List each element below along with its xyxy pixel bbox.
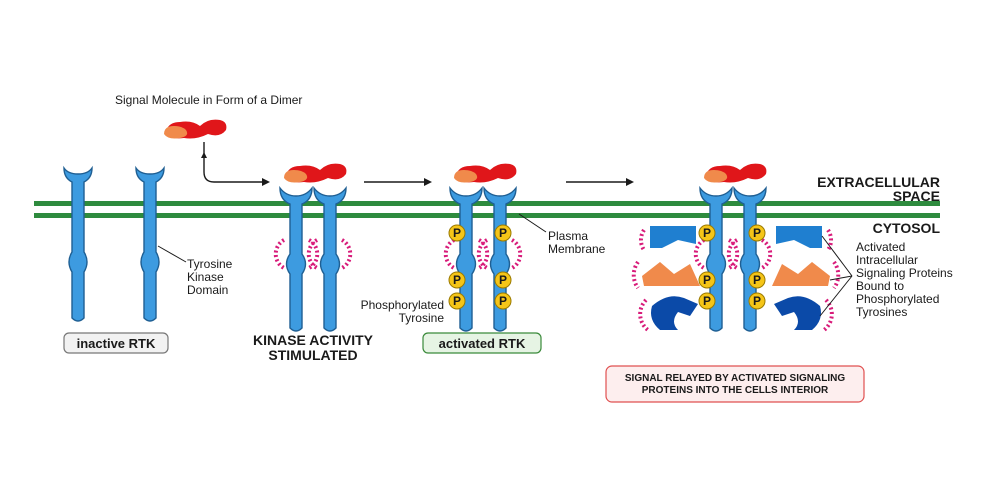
inactive-tag-box bbox=[63, 332, 169, 354]
phospho-label-2: Tyrosine bbox=[399, 311, 445, 325]
receptor-left-stimulated bbox=[279, 187, 313, 332]
tyrosine-label-3: Domain bbox=[187, 283, 228, 297]
stage-activated: P P P P P P Plasma Membrane Phosphorylat… bbox=[361, 163, 606, 354]
p-letter: P bbox=[753, 273, 761, 287]
p-letter: P bbox=[453, 294, 461, 308]
phosphates-stage4: P P P P P P bbox=[698, 224, 766, 310]
activated-tag: activated RTK bbox=[439, 336, 526, 351]
signal-dimer-bound-3 bbox=[454, 163, 517, 183]
cytosol-label: CYTOSOL bbox=[873, 220, 941, 236]
note-line-1: SIGNAL RELAYED BY ACTIVATED SIGNALING bbox=[625, 373, 845, 384]
p-letter: P bbox=[753, 226, 761, 240]
receptor-right-activated bbox=[483, 187, 517, 332]
receptor-left-activated bbox=[449, 187, 483, 332]
activated-label-5: Phosphorylated bbox=[856, 292, 939, 306]
stage-stimulated: KINASE ACTIVITY STIMULATED bbox=[253, 163, 374, 363]
extracellular-label: EXTRACELLULAR bbox=[817, 174, 940, 190]
plasma-label-1: Plasma bbox=[548, 229, 588, 243]
p-letter: P bbox=[703, 273, 711, 287]
phosphates-stage3: P P P P P P bbox=[448, 224, 512, 310]
p-letter: P bbox=[703, 226, 711, 240]
stage-signaling: P P P P P P Activated Intracellular Sign… bbox=[631, 163, 953, 332]
kinase-label-2: STIMULATED bbox=[268, 347, 357, 363]
activated-label-3: Signaling Proteins bbox=[856, 266, 953, 280]
signal-molecule-label: Signal Molecule in Form of a Dimer bbox=[115, 93, 302, 107]
note-box bbox=[605, 365, 865, 403]
plasma-pointer bbox=[518, 213, 547, 233]
signaling-protein-top-right bbox=[776, 226, 822, 248]
signaling-protein-bottom-left bbox=[651, 296, 698, 330]
receptor-right-inactive bbox=[135, 167, 165, 322]
binding-arrowhead bbox=[262, 178, 270, 186]
tyrosine-label-1: Tyrosine bbox=[187, 257, 233, 271]
receptor-right-signaling bbox=[733, 187, 767, 332]
space-label: SPACE bbox=[893, 188, 940, 204]
activated-label-4: Bound to bbox=[856, 279, 904, 293]
small-tick bbox=[201, 152, 207, 158]
receptor-left-signaling bbox=[699, 187, 733, 332]
tyrosine-label-2: Kinase bbox=[187, 270, 224, 284]
activated-label-1: Activated bbox=[856, 240, 905, 254]
signal-dimer-bound-4 bbox=[704, 163, 767, 183]
activated-label-2: Intracellular bbox=[856, 253, 918, 267]
activated-label-6: Tyrosines bbox=[856, 305, 907, 319]
p-letter: P bbox=[703, 294, 711, 308]
activated-tag-box bbox=[422, 332, 542, 354]
p-letter: P bbox=[453, 273, 461, 287]
p-letter: P bbox=[499, 226, 507, 240]
receptor-right-stimulated bbox=[313, 187, 347, 332]
p-letter: P bbox=[499, 294, 507, 308]
p-letter: P bbox=[453, 226, 461, 240]
signaling-protein-mid-right bbox=[772, 262, 830, 286]
receptor-left-inactive bbox=[63, 167, 93, 322]
note-line-2: PROTEINS INTO THE CELLS INTERIOR bbox=[642, 385, 829, 396]
plasma-membrane bbox=[34, 201, 940, 218]
signal-molecule-group: Signal Molecule in Form of a Dimer bbox=[115, 93, 302, 186]
signaling-protein-mid-left bbox=[642, 262, 700, 286]
plasma-label-2: Membrane bbox=[548, 242, 606, 256]
stage-inactive: Tyrosine Kinase Domain inactive RTK bbox=[63, 167, 233, 354]
signal-dimer-bound-2 bbox=[284, 163, 347, 183]
kinase-label-1: KINASE ACTIVITY bbox=[253, 332, 374, 348]
signaling-protein-top-left bbox=[650, 226, 696, 248]
p-letter: P bbox=[753, 294, 761, 308]
tyrosine-pointer bbox=[157, 245, 187, 263]
signal-dimer-free bbox=[164, 119, 227, 139]
inactive-tag: inactive RTK bbox=[77, 336, 156, 351]
signaling-protein-bottom-right bbox=[774, 296, 821, 330]
phospho-label-1: Phosphorylated bbox=[361, 298, 444, 312]
signal-relay-note: SIGNAL RELAYED BY ACTIVATED SIGNALING PR… bbox=[605, 365, 865, 403]
binding-arrow bbox=[203, 142, 262, 183]
p-letter: P bbox=[499, 273, 507, 287]
